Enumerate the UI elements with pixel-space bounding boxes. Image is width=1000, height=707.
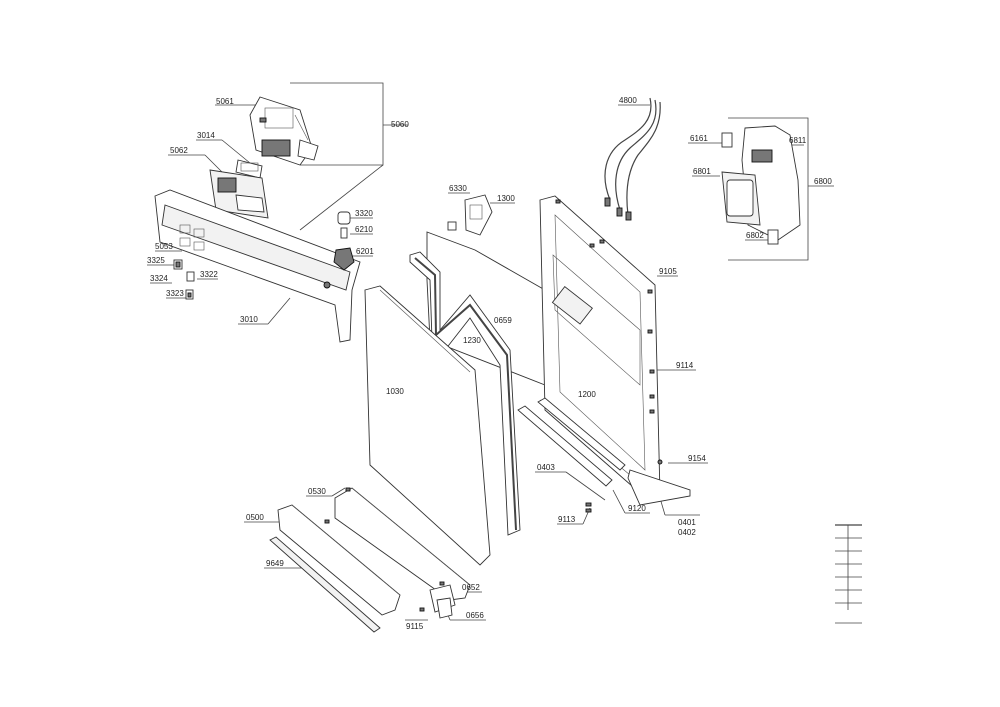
label-3014: 3014 — [197, 131, 215, 140]
label-9113: 9113 — [558, 515, 576, 524]
label-6801: 6801 — [693, 167, 711, 176]
label-9114: 9114 — [676, 361, 694, 370]
part-knob-assembly — [333, 211, 355, 271]
label-6330: 6330 — [449, 184, 467, 193]
part-kick-plate-upper — [334, 487, 471, 601]
part-end-caps — [429, 584, 456, 619]
label-6800: 6800 — [814, 177, 832, 186]
part-wiring-harness — [604, 97, 661, 221]
label-3325: 3325 — [147, 256, 165, 265]
label-6802: 6802 — [746, 231, 764, 240]
part-small-clips — [173, 259, 195, 300]
label-0659: 0659 — [494, 316, 512, 325]
label-9154: 9154 — [688, 454, 706, 463]
label-6201: 6201 — [356, 247, 374, 256]
label-9120: 9120 — [628, 504, 646, 513]
leader-lines — [147, 82, 834, 621]
part-door-gasket — [409, 251, 521, 536]
label-0656: 0656 — [466, 611, 484, 620]
part-labels: 5061 5060 3014 5062 3320 6210 6201 5053 … — [147, 96, 832, 631]
label-6811: 6811 — [789, 136, 807, 145]
part-screw — [585, 502, 592, 513]
label-0652: 0652 — [462, 583, 480, 592]
part-control-panel — [209, 169, 269, 219]
label-0500: 0500 — [246, 513, 264, 522]
label-3322: 3322 — [200, 270, 218, 279]
part-dispenser — [721, 125, 801, 245]
part-display — [235, 159, 263, 179]
label-6161: 6161 — [690, 134, 708, 143]
label-3324: 3324 — [150, 274, 168, 283]
part-control-board — [249, 96, 319, 166]
label-1030: 1030 — [386, 387, 404, 396]
label-1300: 1300 — [497, 194, 515, 203]
part-screws — [324, 199, 655, 612]
part-hinge-plate — [627, 459, 691, 506]
part-front-panel — [154, 189, 361, 343]
label-3320: 3320 — [355, 209, 373, 218]
part-kick-plate-front — [277, 504, 401, 616]
label-3323: 3323 — [166, 289, 184, 298]
label-5061: 5061 — [216, 97, 234, 106]
revision-table — [835, 524, 862, 624]
label-1200: 1200 — [578, 390, 596, 399]
label-0402: 0402 — [678, 528, 696, 537]
label-5053: 5053 — [155, 242, 173, 251]
part-inner-door — [364, 285, 491, 566]
label-3010: 3010 — [240, 315, 258, 324]
label-5062: 5062 — [170, 146, 188, 155]
part-trim-strip — [269, 536, 381, 633]
label-1230: 1230 — [463, 336, 481, 345]
label-9115: 9115 — [406, 622, 424, 631]
part-door-strip — [517, 397, 626, 487]
label-0401: 0401 — [678, 518, 696, 527]
label-5060: 5060 — [391, 120, 409, 129]
label-0530: 0530 — [308, 487, 326, 496]
label-6210: 6210 — [355, 225, 373, 234]
label-9649: 9649 — [266, 559, 284, 568]
label-0403: 0403 — [537, 463, 555, 472]
part-hinge-bracket — [447, 194, 493, 236]
label-9105: 9105 — [659, 267, 677, 276]
label-4800: 4800 — [619, 96, 637, 105]
